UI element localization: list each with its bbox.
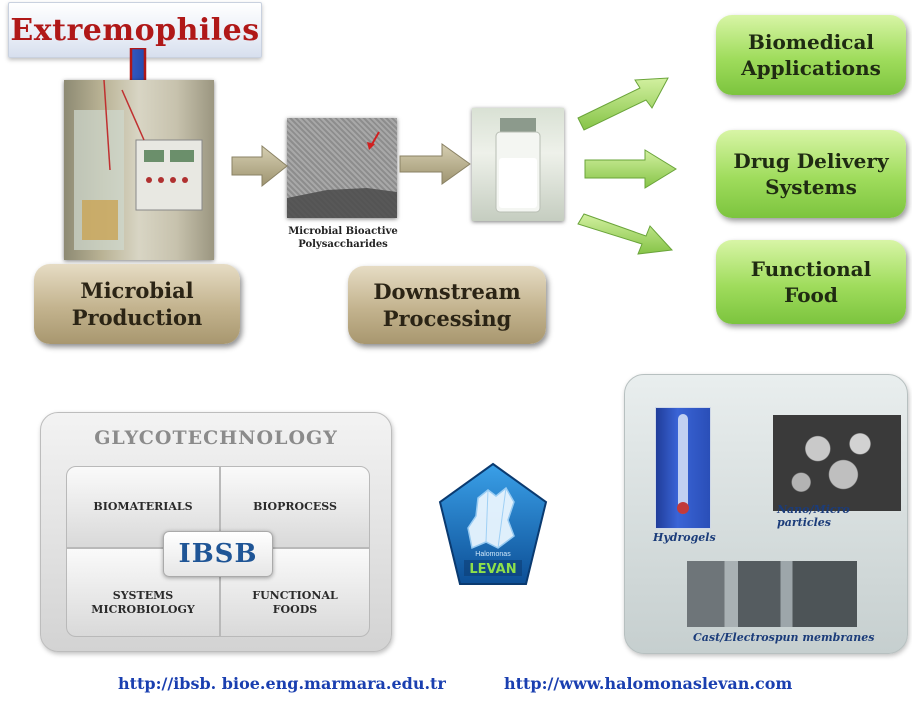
microbial-production-button[interactable]: Microbial Production [34, 264, 240, 344]
foods-label: FOODS [272, 602, 318, 616]
arrow-poly-to-vial [399, 143, 471, 185]
functional-food-button[interactable]: Functional Food [716, 240, 906, 324]
vial-photo [472, 108, 564, 221]
biomedical-line-2: Applications [741, 56, 881, 80]
functional-food-line-2: Food [784, 283, 838, 307]
drug-delivery-line-2: Systems [765, 175, 857, 199]
downstream-processing-button[interactable]: Downstream Processing [348, 266, 546, 344]
functional-foods-cell: FUNCTIONAL FOODS [220, 548, 370, 637]
glycotechnology-panel: GLYCOTECHNOLOGY BIOMATERIALS BIOPROCESS … [40, 412, 392, 652]
drug-delivery-systems-button[interactable]: Drug Delivery Systems [716, 130, 906, 218]
arrow-to-functional-food [577, 213, 674, 255]
materials-panel: Hydrogels Nano/Micro particles Cast/Elec… [624, 374, 908, 654]
biomaterials-label: BIOMATERIALS [93, 500, 193, 513]
biomedical-line-1: Biomedical [747, 30, 875, 54]
bioprocess-label: BIOPROCESS [253, 500, 337, 513]
microbial-production-line-2: Production [71, 305, 203, 330]
downstream-processing-line-1: Downstream [373, 279, 521, 304]
drug-delivery-line-1: Drug Delivery [733, 149, 889, 173]
logo-small-text: Halomonas [475, 551, 511, 558]
ibsb-badge: IBSB [163, 531, 273, 577]
microbiology-label: MICROBIOLOGY [91, 602, 195, 616]
logo-levan-text: LEVAN [469, 562, 516, 577]
functional-food-line-1: Functional [750, 257, 872, 281]
hydrogels-label: Hydrogels [653, 531, 716, 544]
crystal-icon [467, 486, 515, 550]
microbial-production-line-1: Microbial [80, 278, 194, 303]
arrow-to-biomedical [577, 77, 669, 131]
ibsb-link[interactable]: http://ibsb. bioe.eng.marmara.edu.tr [118, 674, 446, 693]
fermenter-photo [64, 80, 214, 260]
arrow-to-drug-delivery [584, 149, 677, 189]
levan-logo: Halomonas LEVAN [438, 462, 548, 585]
caption-line-1: Microbial Bioactive [288, 226, 398, 237]
particles-label: Nano/Micro particles [777, 503, 850, 529]
extremophiles-label: Extremophiles [10, 12, 260, 48]
membranes-label: Cast/Electrospun membranes [693, 631, 875, 644]
glycotechnology-title: GLYCOTECHNOLOGY [94, 427, 338, 449]
systems-microbiology-cell: SYSTEMS MICROBIOLOGY [66, 548, 220, 637]
hydrogels-image [655, 407, 711, 529]
polysaccharides-caption: Microbial Bioactive Polysaccharides [268, 225, 418, 251]
halomonas-link[interactable]: http://www.halomonaslevan.com [504, 674, 793, 693]
membranes-image [687, 561, 857, 627]
biomedical-applications-button[interactable]: Biomedical Applications [716, 15, 906, 95]
downstream-processing-line-2: Processing [382, 306, 512, 331]
particles-image [773, 415, 901, 511]
arrow-production-to-poly [231, 144, 288, 188]
systems-label: SYSTEMS [112, 588, 174, 602]
polysaccharide-photo [287, 118, 397, 218]
functional-label: FUNCTIONAL [252, 588, 338, 602]
caption-line-2: Polysaccharides [298, 239, 388, 250]
